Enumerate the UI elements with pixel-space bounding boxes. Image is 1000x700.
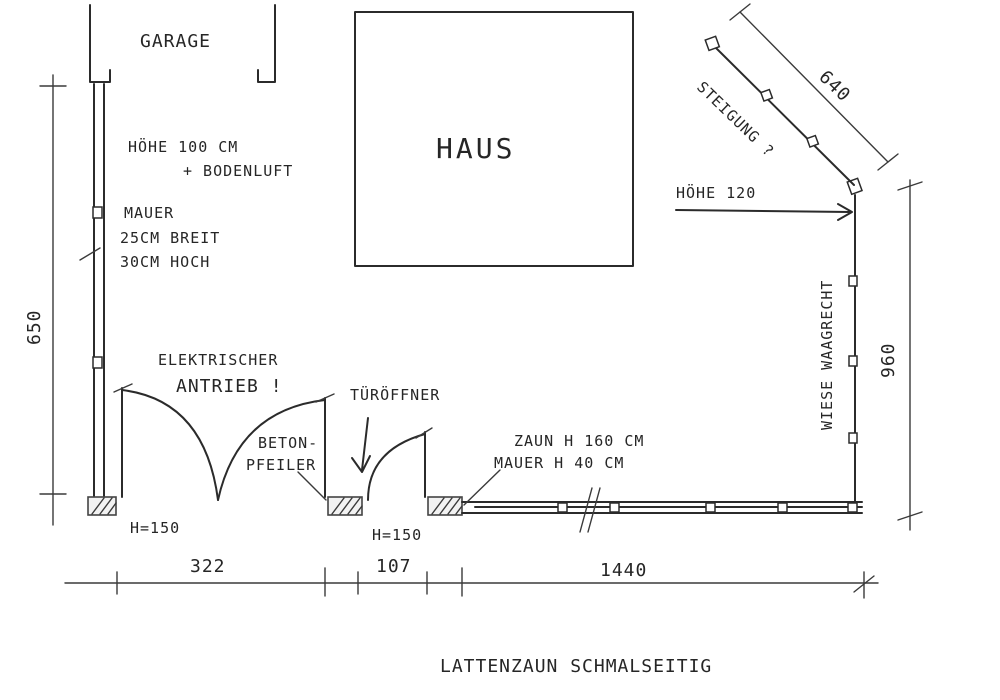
front-fence [461, 469, 863, 533]
gate-post-middle [327, 496, 363, 516]
beton-label: BETON- [258, 434, 318, 452]
left-post-height: H=150 [130, 519, 180, 537]
hoehe-100-label: HÖHE 100 CM [128, 137, 238, 156]
zaun-label: ZAUN H 160 CM [514, 432, 644, 450]
gate-post-right [427, 496, 463, 516]
gate-post-left [87, 496, 117, 516]
right-fence [846, 177, 863, 503]
house-label: HAUS [436, 132, 515, 165]
antrieb-label: ANTRIEB ! [176, 376, 283, 397]
segment-1-value: 322 [190, 556, 226, 577]
garage-outline [89, 4, 276, 83]
pfeiler-pointer [297, 471, 327, 501]
diagonal-value: 640 [815, 66, 855, 106]
dimension-left-height [39, 74, 101, 526]
mauer-h40-label: MAUER H 40 CM [494, 454, 624, 472]
pfeiler-label: PFEILER [246, 456, 316, 474]
dimension-diagonal [729, 3, 899, 171]
lattenzaun-caption: LATTENZAUN SCHMALSEITIG [440, 656, 712, 677]
dimension-bottom [64, 567, 879, 599]
middle-post-height: H=150 [372, 526, 422, 544]
mauer-height-label: 30CM HOCH [120, 253, 210, 271]
pedestrian-gate-swing [367, 427, 433, 501]
bodenluft-label: + BODENLUFT [183, 162, 293, 180]
tueroeffner-arrow [351, 417, 371, 473]
left-fence [92, 83, 105, 497]
right-height-value: 960 [878, 342, 899, 378]
double-gate-swing [113, 383, 335, 501]
segment-3-value: 1440 [600, 560, 647, 581]
wiese-label: WIESE WAAGRECHT [818, 280, 836, 430]
segment-2-value: 107 [376, 556, 412, 577]
garage-label: GARAGE [140, 31, 211, 52]
elektrischer-label: ELEKTRISCHER [158, 351, 278, 369]
left-height-value: 650 [24, 309, 45, 345]
mauer-label: MAUER [124, 204, 174, 222]
hoehe-120-arrow [675, 203, 853, 221]
diagonal-fence [704, 35, 855, 186]
hoehe-120-label: HÖHE 120 [676, 183, 756, 202]
dimension-right-height [897, 179, 923, 531]
house-outline [354, 11, 634, 267]
mauer-width-label: 25CM BREIT [120, 229, 220, 247]
tueroeffner-label: TÜRÖFFNER [350, 385, 440, 404]
